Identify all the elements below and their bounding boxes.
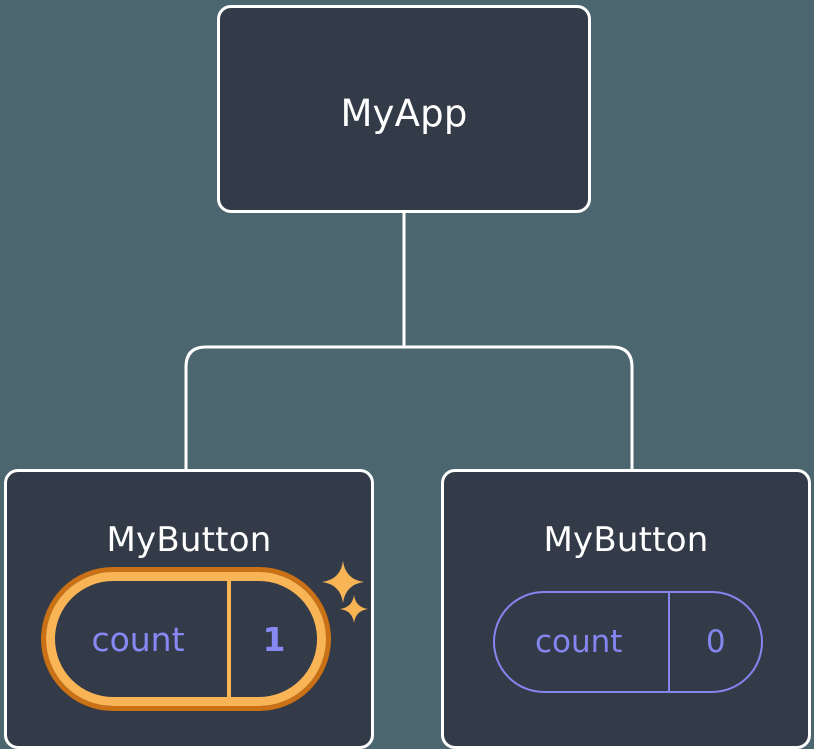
state-pill-count-0[interactable]: count 1 bbox=[46, 572, 326, 706]
connector-bracket bbox=[184, 345, 634, 470]
component-node-myapp[interactable]: MyApp bbox=[217, 5, 591, 213]
component-label-mybutton-1: MyButton bbox=[543, 520, 709, 560]
diagram-canvas: MyApp MyButton count 1 MyButton count 0 bbox=[4, 5, 811, 749]
state-key-label-1: count bbox=[534, 624, 623, 660]
state-key-label-0: count bbox=[91, 619, 185, 659]
state-value-label-1: 0 bbox=[668, 593, 761, 691]
state-value-label-0: 1 bbox=[227, 581, 317, 697]
component-label-mybutton-0: MyButton bbox=[106, 520, 272, 560]
state-pill-count-1[interactable]: count 0 bbox=[493, 591, 763, 693]
component-label-myapp: MyApp bbox=[340, 92, 468, 135]
